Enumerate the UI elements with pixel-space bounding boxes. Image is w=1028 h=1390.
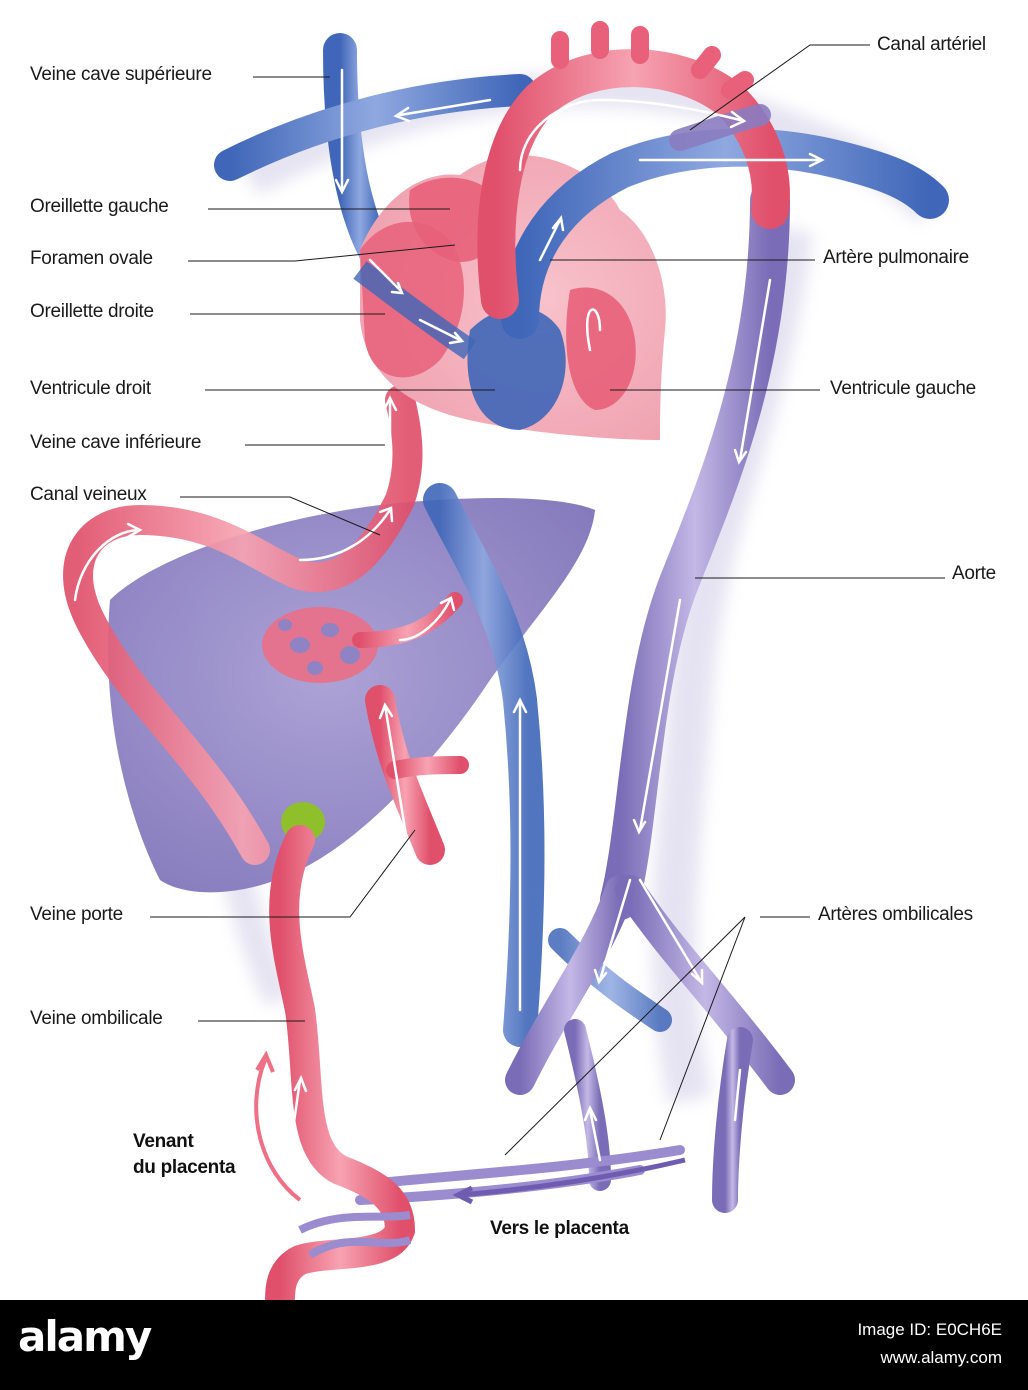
- diagram-artwork: [0, 0, 1028, 1300]
- label-vers-le-placenta: Vers le placenta: [490, 1218, 629, 1240]
- label-arteres-ombilicales: Artères ombilicales: [818, 904, 973, 926]
- footer-bar: [0, 1300, 1028, 1390]
- fetal-circulation-diagram: Veine cave supérieure Oreillette gauche …: [0, 0, 1028, 1300]
- label-canal-arteriel: Canal artériel: [877, 34, 986, 56]
- label-foramen-ovale: Foramen ovale: [30, 248, 153, 270]
- label-veine-ombilicale: Veine ombilicale: [30, 1008, 163, 1030]
- label-ventricule-gauche: Ventricule gauche: [830, 378, 976, 400]
- label-ventricule-droit: Ventricule droit: [30, 378, 151, 400]
- label-veine-cave-inferieure: Veine cave inférieure: [30, 432, 201, 454]
- umbilical-vein-vessel: [280, 840, 400, 1300]
- label-canal-veineux: Canal veineux: [30, 484, 147, 506]
- image-id: Image ID: E0CH6E: [857, 1320, 1002, 1340]
- label-artere-pulmonaire: Artère pulmonaire: [823, 247, 969, 269]
- label-veine-cave-superieure: Veine cave supérieure: [30, 64, 212, 86]
- umbilical-arteries: [360, 1150, 680, 1200]
- label-venant-line2: du placenta: [133, 1157, 235, 1179]
- label-aorte: Aorte: [952, 563, 996, 585]
- label-oreillette-gauche: Oreillette gauche: [30, 196, 169, 218]
- website-url: www.alamy.com: [880, 1348, 1002, 1368]
- alamy-logo: alamy: [18, 1312, 150, 1361]
- label-oreillette-droite: Oreillette droite: [30, 301, 154, 323]
- label-venant-line1: Venant: [133, 1131, 194, 1153]
- label-veine-porte: Veine porte: [30, 904, 123, 926]
